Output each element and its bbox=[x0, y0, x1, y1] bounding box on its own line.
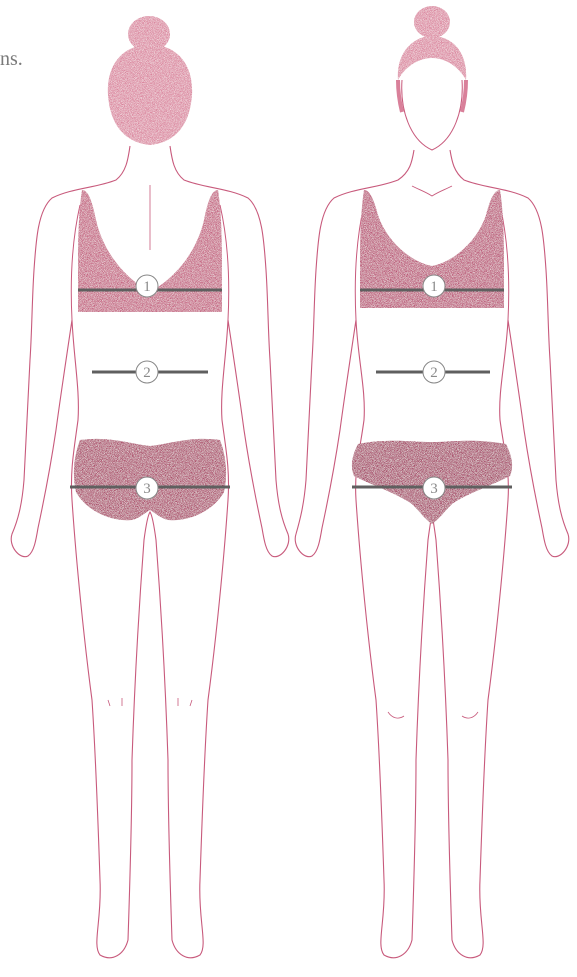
collarbone-line bbox=[412, 186, 452, 196]
marker-label-front-2: 2 bbox=[430, 365, 438, 381]
face-outline bbox=[402, 80, 463, 150]
marker-badge-back-2: 2 bbox=[136, 361, 158, 383]
hair-back bbox=[108, 16, 192, 145]
knee-marks-back bbox=[108, 698, 192, 706]
hair-front bbox=[398, 6, 466, 112]
marker-badge-back-3: 3 bbox=[136, 477, 158, 499]
marker-badge-back-1: 1 bbox=[136, 275, 158, 297]
hair-head-front bbox=[398, 36, 466, 80]
hair-head-back bbox=[108, 45, 192, 145]
marker-label-front-1: 1 bbox=[430, 279, 438, 295]
marker-label-back-1: 1 bbox=[143, 279, 151, 295]
marker-label-back-3: 3 bbox=[143, 481, 151, 497]
marker-badge-front-1: 1 bbox=[423, 275, 445, 297]
hair-bun-front bbox=[414, 6, 450, 38]
knee-marks-front bbox=[388, 712, 478, 718]
marker-label-back-2: 2 bbox=[143, 365, 151, 381]
marker-badge-front-2: 2 bbox=[423, 361, 445, 383]
marker-badge-front-3: 3 bbox=[423, 477, 445, 499]
body-outline-back bbox=[11, 146, 289, 958]
marker-label-front-3: 3 bbox=[430, 481, 438, 497]
